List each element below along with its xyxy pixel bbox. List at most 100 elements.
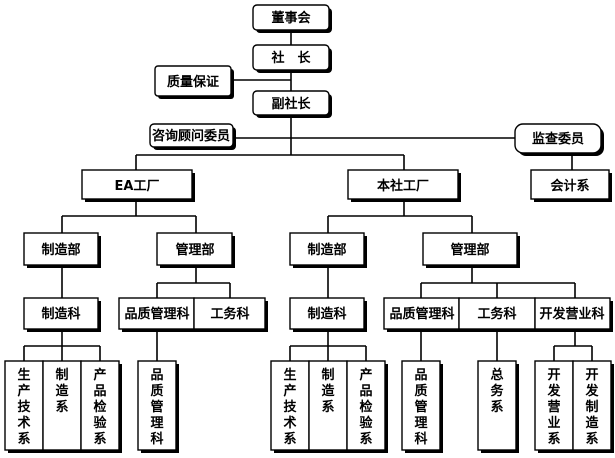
node-ea-quality-section: 品质管理科 xyxy=(118,297,197,332)
unit-label-char: 营 xyxy=(547,399,560,415)
main-engineering-section-label: 工务科 xyxy=(477,306,516,322)
unit-label-char: 开 xyxy=(585,368,598,383)
unit-label-char: 务 xyxy=(490,383,504,399)
unit-box-frame xyxy=(534,360,574,451)
vice-president-label: 副社长 xyxy=(271,96,311,112)
quality-assurance-label: 质量保证 xyxy=(167,74,219,90)
unit-label-char: 产 xyxy=(93,367,106,383)
node-audit-committee: 监查委员 xyxy=(514,123,604,156)
node-main-management-dept: 管理部 xyxy=(422,232,520,268)
unit-box-frame xyxy=(80,360,120,451)
advisory-committee-label: 咨询顾问委员 xyxy=(152,128,230,144)
node-ea-factory: EA工厂 xyxy=(81,169,195,202)
node-advisory-committee: 咨询顾问委员 xyxy=(149,123,236,150)
unit-label-char: 品 xyxy=(359,384,372,399)
unit-label-char: 系 xyxy=(359,431,372,447)
node-accounting: 会计系 xyxy=(530,169,612,202)
unit-label-char: 验 xyxy=(359,415,373,431)
ea-manufacturing-dept-label: 制造部 xyxy=(41,242,80,258)
node-main-factory: 本社工厂 xyxy=(347,169,461,202)
unit-label-char: 业 xyxy=(547,415,560,431)
node-main-engineering-section: 工务科 xyxy=(458,297,538,332)
unit-box: 制造系 xyxy=(42,360,84,453)
unit-label-char: 技 xyxy=(283,399,297,415)
unit-label-char: 品 xyxy=(93,384,106,399)
unit-label-char: 系 xyxy=(283,431,296,447)
unit-label-char: 系 xyxy=(321,399,334,415)
unit-label-char: 发 xyxy=(546,383,561,399)
unit-label-char: 质 xyxy=(414,383,427,399)
unit-label-char: 管 xyxy=(150,399,163,415)
node-quality-assurance: 质量保证 xyxy=(154,65,234,99)
unit-box: 品质管理科 xyxy=(401,360,443,453)
ea-manufacturing-section-label: 制造科 xyxy=(41,306,80,322)
unit-label-char: 质 xyxy=(150,383,163,399)
main-manufacturing-dept-label: 制造部 xyxy=(307,242,346,258)
unit-label-char: 系 xyxy=(490,399,503,415)
node-main-manufacturing-dept: 制造部 xyxy=(289,232,367,268)
unit-box-frame xyxy=(346,360,386,451)
connector-lines xyxy=(23,31,593,361)
unit-box-frame xyxy=(572,360,612,451)
unit-label-char: 技 xyxy=(17,399,31,415)
unit-label-char: 术 xyxy=(16,415,30,431)
main-management-dept-label: 管理部 xyxy=(450,242,489,258)
unit-box-frame xyxy=(270,360,310,451)
unit-label-char: 系 xyxy=(55,399,68,415)
unit-label-char: 检 xyxy=(93,399,106,415)
unit-box: 总务系 xyxy=(477,360,519,453)
unit-label-char: 系 xyxy=(547,431,560,447)
unit-label-char: 验 xyxy=(93,415,107,431)
main-quality-section-label: 品质管理科 xyxy=(389,306,454,322)
unit-label-char: 产 xyxy=(17,383,30,399)
unit-label-char: 系 xyxy=(17,431,30,447)
node-board: 董事会 xyxy=(252,4,332,33)
unit-label-char: 产 xyxy=(283,383,296,399)
unit-label-char: 品 xyxy=(414,368,427,383)
node-ea-management-dept: 管理部 xyxy=(156,232,235,268)
unit-label-char: 开 xyxy=(547,368,560,383)
accounting-label: 会计系 xyxy=(550,178,589,194)
unit-label-char: 科 xyxy=(150,431,163,447)
unit-label-char: 科 xyxy=(414,431,427,447)
unit-label-char: 制 xyxy=(585,399,598,415)
unit-label-char: 发 xyxy=(584,383,599,399)
node-main-manufacturing-section: 制造科 xyxy=(289,297,367,332)
unit-label-char: 产 xyxy=(359,367,372,383)
ea-management-dept-label: 管理部 xyxy=(175,242,214,258)
unit-box: 品质管理科 xyxy=(137,360,179,453)
unit-label-char: 理 xyxy=(414,416,427,431)
board-label: 董事会 xyxy=(271,10,311,26)
unit-box-frame xyxy=(477,360,517,451)
unit-label-char: 造 xyxy=(55,383,69,399)
node-main-quality-section: 品质管理科 xyxy=(383,297,462,332)
main-factory-label: 本社工厂 xyxy=(377,178,429,194)
ea-factory-label: EA工厂 xyxy=(115,179,160,194)
unit-label-char: 理 xyxy=(150,416,163,431)
unit-label-char: 制 xyxy=(321,367,334,383)
unit-label-char: 系 xyxy=(93,431,106,447)
unit-label-char: 生 xyxy=(283,367,296,383)
node-ea-engineering-section: 工务科 xyxy=(193,297,268,332)
unit-box-frame xyxy=(137,360,177,451)
unit-label-char: 制 xyxy=(55,367,68,383)
ea-quality-section-label: 品质管理科 xyxy=(124,306,189,322)
unit-label-char: 生 xyxy=(17,367,30,383)
audit-committee-label: 监查委员 xyxy=(532,131,584,147)
unit-box-frame xyxy=(42,360,82,451)
main-manufacturing-section-label: 制造科 xyxy=(307,306,346,322)
bottom-units: 生产技术系制造系产品检验系品质管理科生产技术系制造系产品检验系品质管理科总务系开… xyxy=(4,360,614,453)
main-sales-section-label: 开发营业科 xyxy=(539,306,604,322)
node-ea-manufacturing-section: 制造科 xyxy=(23,297,101,332)
unit-label-char: 造 xyxy=(585,415,599,431)
unit-box-frame xyxy=(401,360,441,451)
unit-label-char: 检 xyxy=(359,399,372,415)
ea-engineering-section-label: 工务科 xyxy=(210,306,249,322)
unit-label-char: 品 xyxy=(150,368,163,383)
